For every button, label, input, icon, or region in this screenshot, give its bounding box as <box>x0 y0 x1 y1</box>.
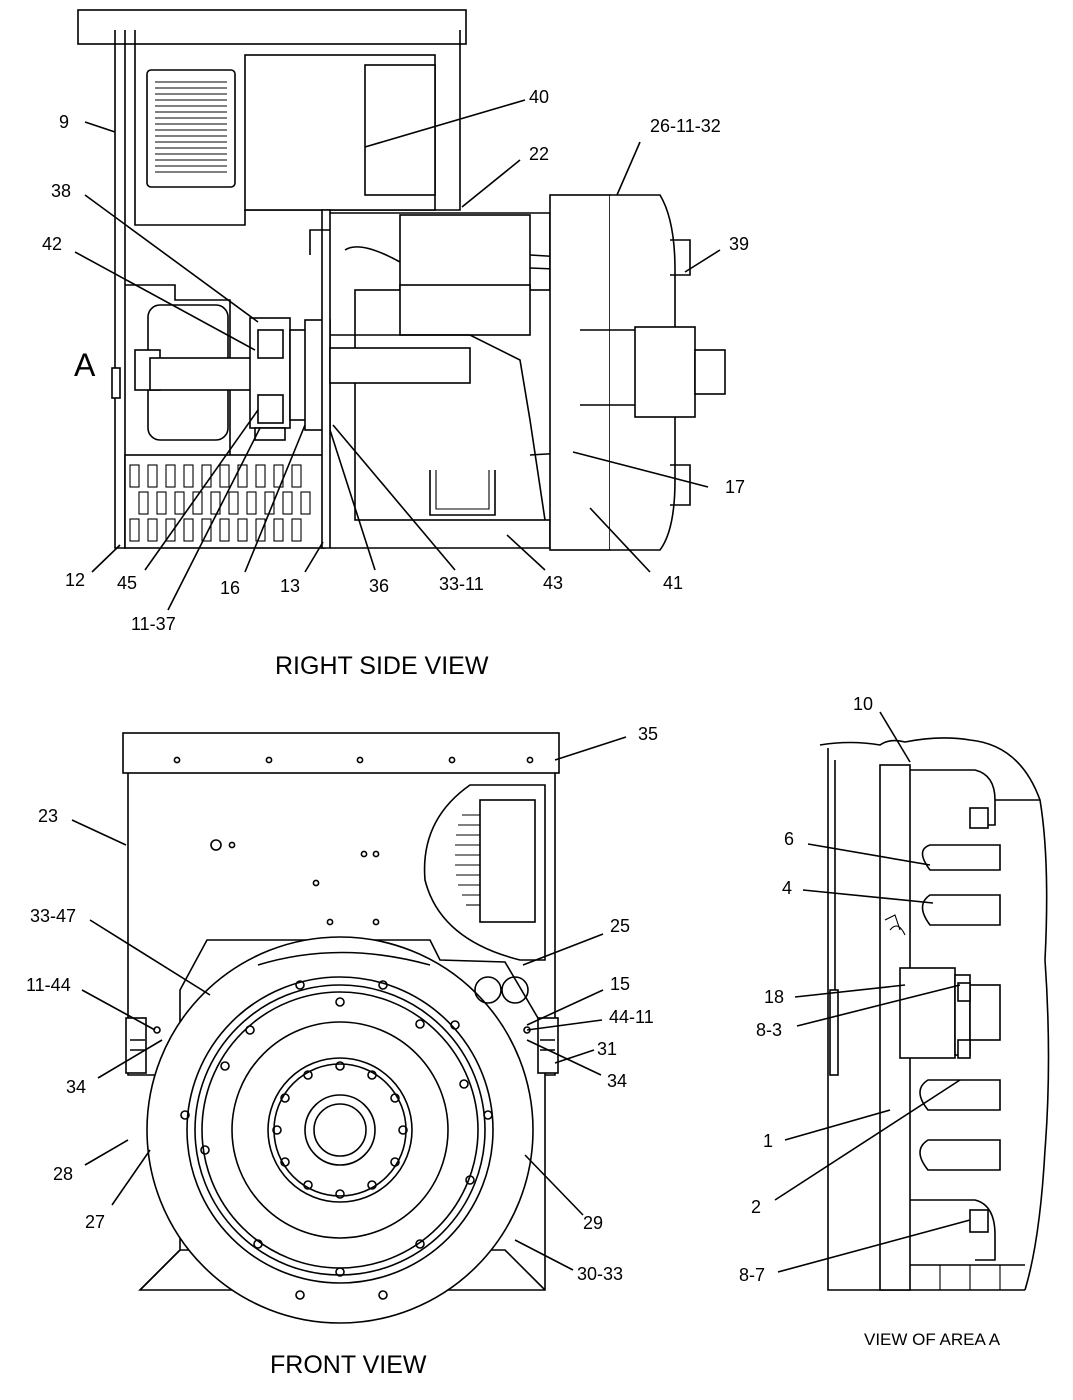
callout: 42 <box>42 234 62 254</box>
terminal-box-vent <box>155 81 227 173</box>
hub-bolt-holes <box>272 1061 408 1199</box>
louver-panel <box>124 454 326 549</box>
callout: 33-47 <box>30 906 76 926</box>
front-leaders <box>71 736 627 1271</box>
callout: 8-3 <box>756 1020 782 1040</box>
generator-frame <box>309 209 581 549</box>
front-view: 35 23 33-47 25 11-44 15 44-11 34 34 31 2… <box>26 724 658 1379</box>
callout: 11-37 <box>131 614 176 634</box>
callout: 9 <box>59 112 69 132</box>
area-a-view: 10 6 4 18 8-3 1 2 8-7 VIEW OF AREA A <box>739 694 1050 1349</box>
callout: 39 <box>729 234 749 254</box>
callout: 2 <box>751 1197 761 1217</box>
callout: 23 <box>38 806 58 826</box>
callout: 26-11-32 <box>650 116 721 136</box>
callout: 29 <box>583 1213 603 1233</box>
callout: 30-33 <box>577 1264 623 1284</box>
callout: 40 <box>529 87 549 107</box>
callout: 18 <box>764 987 784 1007</box>
callout: 33-11 <box>439 574 484 594</box>
callout: 13 <box>280 576 300 596</box>
area-a-leaders <box>774 711 971 1273</box>
callout: 34 <box>66 1077 86 1097</box>
callout: 1 <box>763 1131 773 1151</box>
fan-housing <box>549 194 726 551</box>
area-a-marker: A <box>74 347 96 383</box>
generator-end-bell <box>138 936 546 1324</box>
callout: 17 <box>725 477 745 497</box>
callout: 41 <box>663 573 683 593</box>
flange-bolt-holes <box>180 980 493 1300</box>
front-callouts: 35 23 33-47 25 11-44 15 44-11 34 34 31 2… <box>26 724 658 1284</box>
callout: 16 <box>220 578 240 598</box>
callout: 15 <box>610 974 630 994</box>
right-side-view-title: RIGHT SIDE VIEW <box>275 652 489 680</box>
callout: 31 <box>597 1039 617 1059</box>
callout: 44-11 <box>609 1007 654 1027</box>
right-side-view: A 9 40 22 26-11-32 38 42 39 17 41 43 33-… <box>42 9 749 680</box>
right-side-callouts: 9 40 22 26-11-32 38 42 39 17 41 43 33-11… <box>42 87 749 634</box>
callout: 22 <box>529 144 549 164</box>
callout: 43 <box>543 573 563 593</box>
callout: 27 <box>85 1212 105 1232</box>
callout: 4 <box>782 878 792 898</box>
callout: 11-44 <box>26 975 71 995</box>
exciter-assembly <box>111 284 331 455</box>
regulator-heatsink <box>455 814 480 906</box>
callout: 38 <box>51 181 71 201</box>
area-a-view-title: VIEW OF AREA A <box>864 1330 1001 1349</box>
callout: 35 <box>638 724 658 744</box>
area-a-callouts: 10 6 4 18 8-3 1 2 8-7 <box>739 694 873 1285</box>
callout: 34 <box>607 1071 627 1091</box>
callout: 6 <box>784 829 794 849</box>
callout: 25 <box>610 916 630 936</box>
front-view-title: FRONT VIEW <box>270 1351 427 1379</box>
callout: 36 <box>369 576 389 596</box>
right-side-leaders <box>74 99 721 611</box>
callout: 12 <box>65 570 85 590</box>
callout: 28 <box>53 1164 73 1184</box>
terminal-box <box>77 9 467 549</box>
callout: 10 <box>853 694 873 714</box>
callout: 45 <box>117 573 137 593</box>
callout: 8-7 <box>739 1265 765 1285</box>
